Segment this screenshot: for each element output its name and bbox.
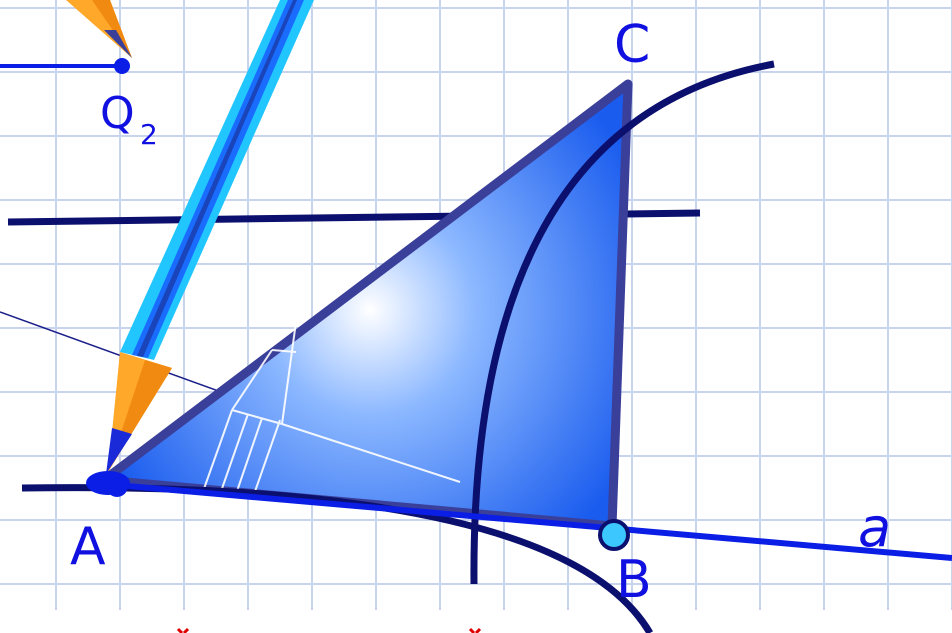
label-line-a: a <box>858 496 891 559</box>
label-q2: Q <box>100 88 135 139</box>
point-a-center <box>106 475 128 497</box>
label-c: C <box>614 15 650 75</box>
set-square-icon <box>99 79 633 531</box>
label-a: A <box>70 517 106 577</box>
point-b <box>598 519 630 551</box>
point-q2 <box>114 58 130 74</box>
set-square-guides <box>199 321 461 501</box>
arc-upper <box>470 60 775 585</box>
pencil-icon <box>66 0 314 474</box>
red-tick-marks <box>176 627 482 633</box>
line-a <box>103 481 952 561</box>
label-q2-subscript: 2 <box>140 118 158 151</box>
label-b: B <box>616 550 652 610</box>
